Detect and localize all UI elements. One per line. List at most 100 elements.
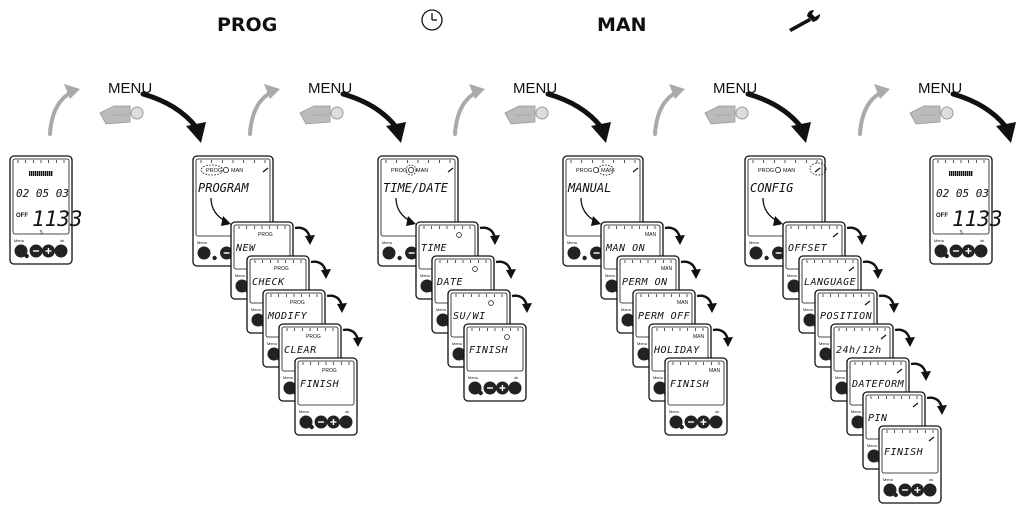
black-curved-arrow-icon (340, 91, 399, 130)
blinking-indicator (809, 162, 827, 176)
menu-key-label: Menu (420, 273, 430, 278)
ok-key (339, 415, 353, 429)
reset-key (582, 255, 587, 261)
menu-key (251, 313, 265, 327)
clock-indicator-icon (456, 232, 462, 238)
menu-key (851, 415, 865, 429)
menu-key (934, 244, 948, 258)
reset-key (944, 253, 949, 259)
button-press-icon (330, 106, 344, 120)
grey-curved-arrow-icon (453, 90, 479, 136)
reset-key (893, 492, 898, 498)
clock-indicator-icon (408, 167, 414, 173)
arrow-head (321, 269, 331, 279)
clock-indicator-icon (488, 300, 494, 306)
ok-key (54, 244, 68, 258)
bar-segment (953, 171, 955, 176)
bar-segment (45, 171, 47, 176)
menu-key-label: Menu (251, 307, 261, 312)
arrow-head (857, 235, 867, 245)
wrench-indicator-icon (632, 167, 639, 173)
menu-key-label: Menu (299, 409, 309, 414)
menu-key-label: Menu (267, 341, 277, 346)
black-curved-arrow-icon (745, 91, 804, 130)
man-indicator: MAN (416, 168, 428, 174)
menu-key-label: Menu (197, 240, 207, 245)
arrow-head (490, 235, 500, 245)
wrench-indicator-icon (848, 266, 855, 272)
wrench-indicator-icon (814, 167, 821, 173)
submenu-label: TIME (421, 243, 447, 254)
ok-key (974, 244, 988, 258)
menu-key-label: Menu (14, 238, 24, 243)
menu-key (197, 246, 211, 260)
menu-key (883, 483, 897, 497)
submenu-label: OFFSET (788, 243, 828, 254)
clock-icon (421, 9, 443, 31)
reset-key (679, 424, 684, 430)
prog-indicator: PROG (274, 266, 289, 272)
man-indicator: MAN (709, 368, 721, 374)
day-readout: 5 (960, 230, 963, 236)
menu-key-label: Menu (605, 273, 615, 278)
menu-transition (248, 84, 406, 143)
ok-key-label: ok (514, 375, 518, 380)
menu-label: MENU (308, 80, 353, 97)
menu-key-label: Menu (669, 409, 679, 414)
prog-mode-label: PROG (217, 14, 278, 36)
menu-transition (453, 84, 611, 143)
arrow-head (64, 84, 80, 99)
prog-indicator: PROG (391, 168, 407, 174)
arrow-head (469, 84, 485, 99)
main-menu-screen: MenuokPROGMANMANUAL (562, 155, 644, 267)
menu-key-label: Menu (452, 341, 462, 346)
man-indicator: MAN (783, 168, 795, 174)
day-readout: 5 (40, 230, 43, 236)
arrow-head (337, 303, 347, 313)
menu-transition (653, 84, 811, 143)
bar-segment (51, 171, 53, 176)
device-display (932, 158, 990, 235)
submenu-label: MODIFY (267, 311, 308, 322)
menu-key-label: Menu (436, 307, 446, 312)
menu-key (637, 347, 651, 361)
submenu-label: SU/WI (453, 311, 486, 322)
bar-segment (35, 171, 37, 176)
prog-indicator: PROG (258, 232, 273, 238)
arrow-head (264, 84, 280, 99)
menu-key (436, 313, 450, 327)
menu-key (283, 381, 297, 395)
man-indicator: MAN (677, 300, 689, 306)
grey-curved-arrow-icon (48, 90, 74, 136)
bar-segment (957, 171, 959, 176)
menu-key (787, 279, 801, 293)
clock-indicator-icon (593, 167, 599, 173)
bar-segment (31, 171, 33, 176)
menu-key-label: Menu (749, 240, 759, 245)
arrow-head (723, 337, 733, 347)
main-menu-label: PROGRAM (198, 181, 249, 195)
state-readout: OFF (936, 213, 948, 219)
menu-transition (858, 84, 1016, 143)
menu-label: MENU (108, 80, 153, 97)
menu-key-label: Menu (468, 375, 478, 380)
arrow-head (873, 269, 883, 279)
arrow-head (591, 216, 601, 226)
menu-key (267, 347, 281, 361)
menu-key (420, 279, 434, 293)
button-press-icon (535, 106, 549, 120)
bar-segment (961, 171, 963, 176)
bar-segment (969, 171, 971, 176)
main-menu-label: MANUAL (567, 181, 611, 195)
blinking-indicator (200, 164, 224, 176)
menu-key (867, 449, 881, 463)
submenu-label: DATE (436, 277, 463, 288)
arrow-head (305, 235, 315, 245)
submenu-label: HOLIDAY (653, 345, 700, 356)
submenu-label: PERM ON (622, 277, 668, 288)
grey-curved-arrow-icon (858, 90, 884, 136)
prog-indicator: PROG (290, 300, 305, 306)
reset-key (478, 390, 483, 396)
bar-segment (43, 171, 45, 176)
